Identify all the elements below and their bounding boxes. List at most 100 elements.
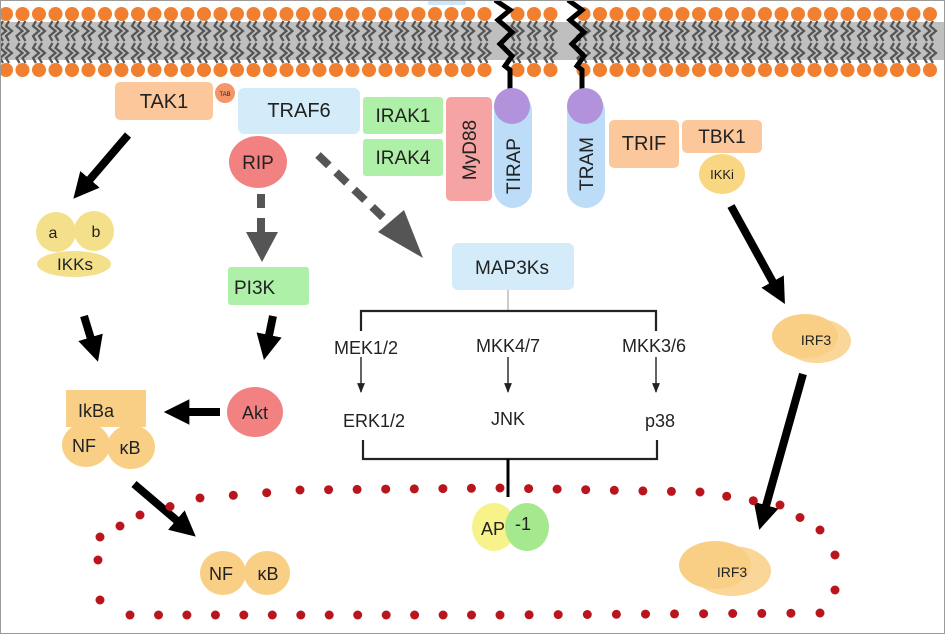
node-myd88: MyD88 — [446, 97, 492, 201]
lipid-head — [98, 7, 112, 21]
lipid-head — [32, 7, 46, 21]
lipid-head — [131, 7, 145, 21]
lipid-tails — [0, 20, 938, 64]
lipid-tail — [549, 42, 559, 64]
lipid-tail — [384, 42, 394, 64]
lipid-head — [378, 7, 393, 21]
lipid-tail — [642, 42, 652, 64]
nucleus-dot — [795, 513, 805, 522]
lipid-tail — [196, 42, 206, 64]
nucleus-dot — [195, 493, 205, 503]
nucleus-dot — [495, 483, 505, 493]
lipid-tail — [318, 20, 328, 42]
arrow-ikki-to-irf3 — [727, 204, 785, 304]
lipid-head — [312, 63, 327, 77]
lipid-tail — [609, 42, 619, 64]
lipid-tail — [235, 20, 245, 42]
lipid-head — [824, 63, 838, 77]
lipid-head — [164, 63, 178, 77]
label-tak1: TAK1 — [140, 91, 189, 113]
lipid-head — [857, 63, 871, 77]
lipid-tail — [262, 42, 272, 64]
lipid-tail — [862, 42, 872, 64]
lipid-tail — [906, 42, 916, 64]
lipid-tail — [757, 20, 767, 42]
lipid-head — [543, 63, 558, 77]
nucleus-dot — [641, 609, 650, 619]
lipid-tail — [796, 20, 806, 42]
label-rip: RIP — [242, 153, 274, 174]
lipid-head — [807, 7, 822, 21]
lipid-tail — [196, 20, 206, 42]
label-irf3-cytoplasm: IRF3 — [801, 332, 832, 348]
node-ikki: IKKi — [699, 154, 745, 194]
nucleus-dot — [410, 610, 420, 620]
lipid-head — [725, 63, 739, 77]
lipid-head — [279, 7, 294, 21]
node-tirap: TIRAP — [494, 88, 532, 208]
lipid-tail — [681, 42, 691, 64]
lipid-tail — [15, 42, 25, 64]
label-ikk-b: b — [92, 224, 101, 241]
lipid-head — [758, 63, 772, 77]
arrow-irf3-translocation — [753, 372, 807, 530]
nucleus-dot — [438, 484, 448, 494]
nucleus-dot — [582, 610, 592, 619]
lipid-tail — [400, 20, 410, 42]
node-ap1: AP -1 — [472, 503, 549, 551]
lipid-tail — [411, 42, 421, 64]
lipid-tail — [378, 42, 388, 64]
lipid-tail — [829, 20, 839, 42]
label-irak1: IRAK1 — [376, 106, 431, 127]
lipid-tail — [807, 20, 817, 42]
lipid-tail — [615, 20, 625, 42]
label-trif: TRIF — [622, 133, 666, 155]
lipid-head — [527, 7, 541, 21]
nucleus-dot — [786, 608, 796, 618]
label-tbk1: TBK1 — [698, 127, 746, 148]
lipid-tail — [229, 20, 239, 42]
lipid-tail — [615, 42, 625, 64]
lipid-tail — [895, 20, 905, 42]
lipid-tail — [543, 20, 553, 42]
plasma-membrane — [0, 7, 945, 77]
lipid-tail — [790, 20, 800, 42]
nucleus-dot — [466, 483, 476, 493]
nucleus-dot — [93, 555, 103, 565]
label-kb: κB — [119, 438, 140, 458]
lipid-tail — [21, 20, 31, 42]
nucleus-dot — [666, 486, 676, 496]
lipid-tail — [532, 42, 542, 64]
lipid-head — [230, 7, 244, 21]
lipid-tail — [477, 20, 487, 42]
nucleus-dot — [381, 484, 391, 494]
nucleus-dot — [695, 487, 705, 497]
lipid-head — [114, 7, 129, 21]
arrow-nfkb-translocation — [131, 480, 196, 537]
lipid-tail — [526, 20, 536, 42]
lipid-tail — [813, 42, 823, 64]
lipid-tail — [64, 42, 74, 64]
lipid-tail — [724, 20, 734, 42]
lipid-tail — [394, 42, 404, 64]
nucleus-dot — [95, 532, 105, 542]
nucleus-dot — [581, 485, 591, 495]
lipid-tail — [741, 20, 751, 42]
lipid-tail — [648, 42, 658, 64]
lipid-tail — [879, 42, 889, 64]
lipid-tail — [730, 20, 740, 42]
lipid-tail — [516, 20, 526, 42]
nucleus-dot — [524, 610, 534, 620]
lipid-tail — [64, 20, 74, 42]
lipid-head — [246, 7, 261, 21]
nucleus-dot — [239, 610, 249, 620]
lipid-head — [114, 63, 129, 77]
lipid-head — [147, 63, 162, 77]
node-tak1: TAK1 — [115, 82, 213, 120]
lipid-head — [708, 7, 723, 21]
label-tab: TAB — [219, 92, 230, 98]
lipid-tail — [691, 20, 701, 42]
lipid-tail — [922, 42, 932, 64]
nucleus-dot — [154, 610, 163, 620]
